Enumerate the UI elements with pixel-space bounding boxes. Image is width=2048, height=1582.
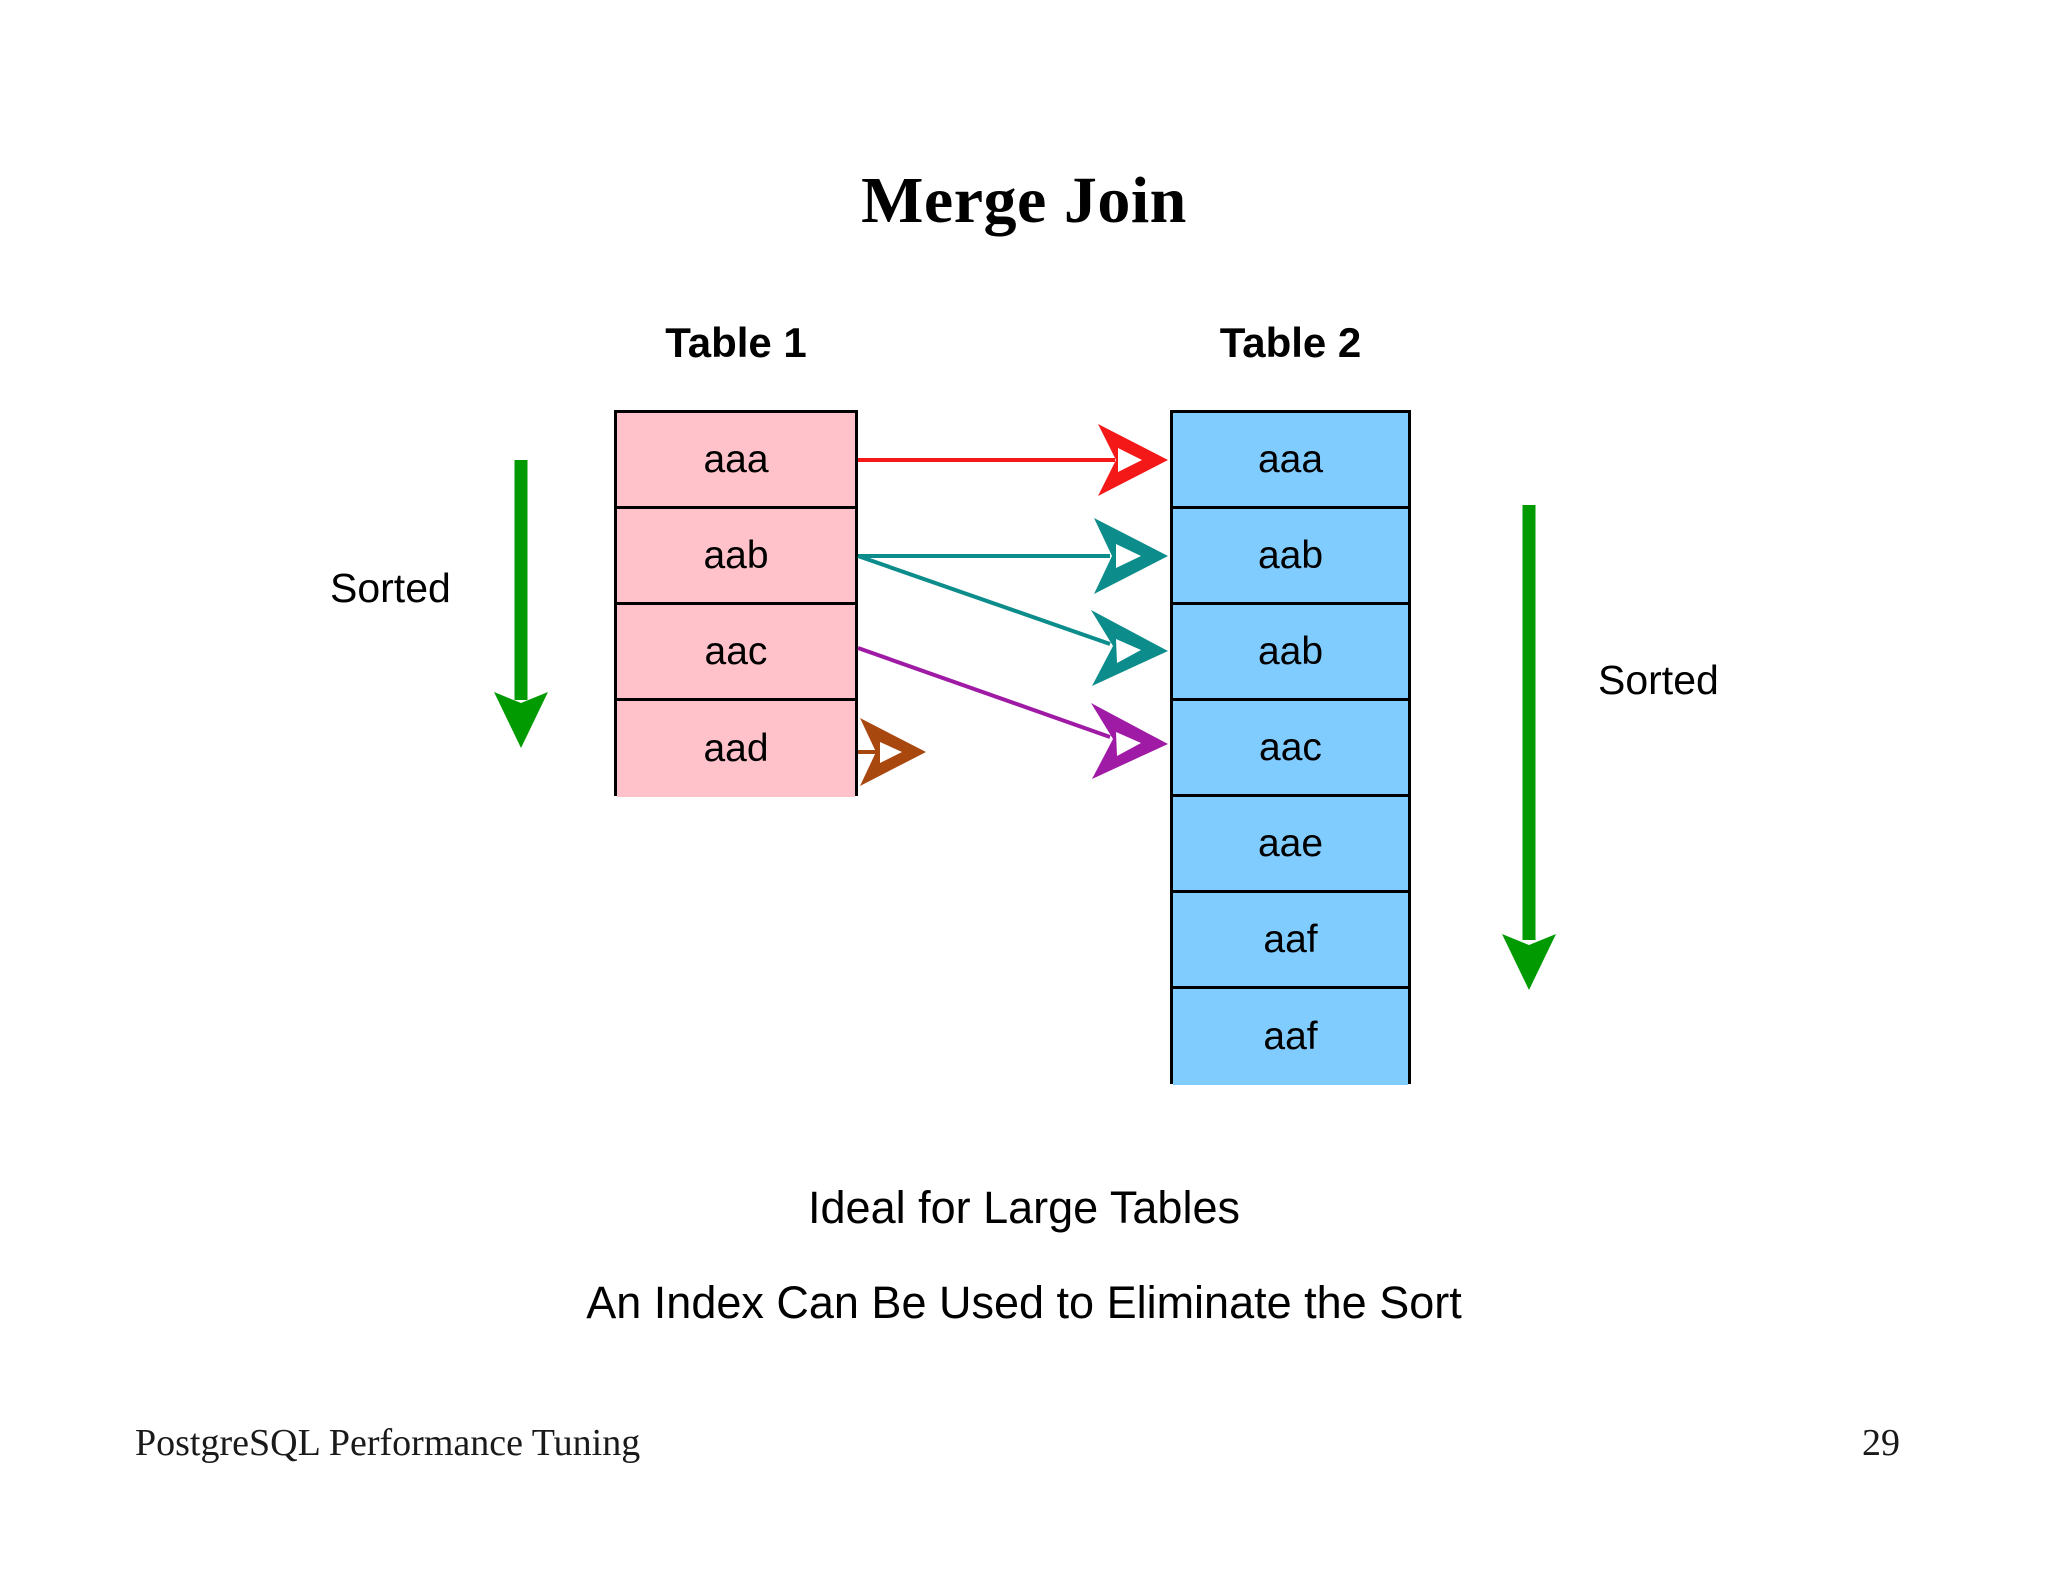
table2-row: aac [1173,701,1408,797]
table1-row: aab [617,509,855,605]
table2-row: aab [1173,509,1408,605]
table2-box: aaa aab aab aac aae aaf aaf [1170,410,1411,1085]
table2-row: aab [1173,605,1408,701]
join-arrow-aab-second-icon [857,554,1168,686]
join-arrow-aab-first-icon [858,518,1168,594]
join-arrow-aac-icon [857,646,1168,779]
table1-row: aaa [617,413,855,509]
table1-row: aad [617,701,855,797]
sorted-arrow-right-icon [1502,505,1556,990]
sorted-arrow-left-icon [494,460,548,748]
table1-heading: Table 1 [665,319,807,366]
join-arrow-aad-unmatched-icon [858,718,926,786]
table2-heading: Table 2 [1219,319,1362,366]
sorted-label-left: Sorted [330,565,451,611]
caption-index-eliminates-sort: An Index Can Be Used to Eliminate the So… [586,1277,1462,1328]
caption-ideal-for-large-tables: Ideal for Large Tables [808,1182,1240,1233]
sorted-label-right: Sorted [1598,657,1719,703]
table1-box: aaa aab aac aad [614,410,858,797]
page-number: 29 [1862,1422,1900,1464]
table2-row: aae [1173,797,1408,893]
page-title: Merge Join [861,164,1187,237]
table1-row: aac [617,605,855,701]
table2-row: aaf [1173,989,1408,1085]
join-arrow-aaa-icon [858,424,1168,496]
footer-title: PostgreSQL Performance Tuning [135,1422,641,1464]
table2-row: aaf [1173,893,1408,989]
table2-row: aaa [1173,413,1408,509]
